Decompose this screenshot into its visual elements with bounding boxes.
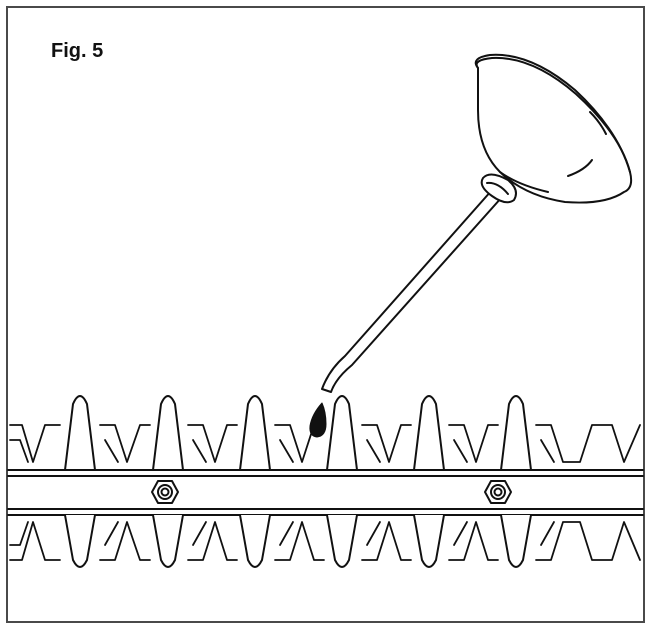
lower-tooth bbox=[413, 514, 445, 568]
hex-nut-right bbox=[484, 480, 512, 504]
upper-tooth bbox=[64, 395, 96, 471]
lower-tooth bbox=[500, 514, 532, 568]
hex-nut-left bbox=[151, 480, 179, 504]
lower-tooth bbox=[239, 514, 271, 568]
blade-bar bbox=[7, 469, 644, 516]
upper-tooth bbox=[500, 395, 532, 471]
lower-tooth bbox=[152, 514, 184, 568]
oil-can-spout bbox=[321, 189, 503, 393]
oil-can bbox=[321, 53, 633, 393]
oil-drop bbox=[309, 402, 327, 438]
upper-blade-teeth bbox=[64, 395, 532, 471]
oil-can-collar bbox=[480, 173, 517, 204]
lower-tooth bbox=[64, 514, 96, 568]
upper-tooth bbox=[152, 395, 184, 471]
lower-blade-teeth bbox=[64, 514, 532, 568]
upper-tooth bbox=[239, 395, 271, 471]
lower-tooth bbox=[326, 514, 358, 568]
upper-tooth bbox=[413, 395, 445, 471]
upper-tooth bbox=[326, 395, 358, 471]
lower-blade-cutters bbox=[9, 521, 641, 561]
figure-label: Fig. 5 bbox=[51, 40, 104, 62]
